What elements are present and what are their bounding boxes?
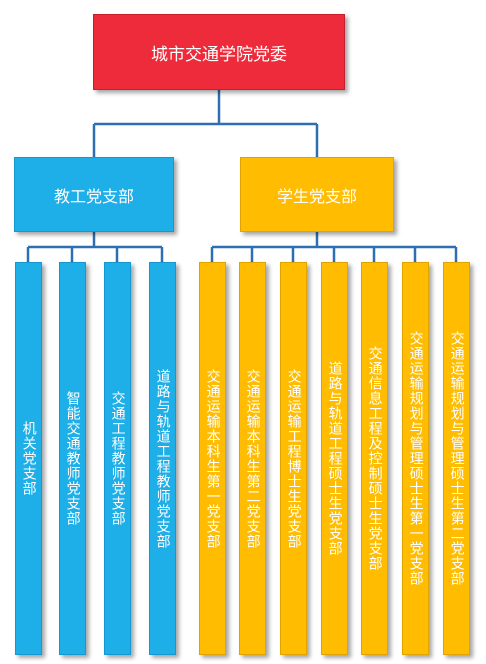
leaf-node-teacher-2: 智能交通教师党支部 <box>59 262 86 655</box>
leaf-label: 交通工程教师党支部 <box>109 391 126 526</box>
leaf-label: 智能交通教师党支部 <box>64 391 81 526</box>
leaf-label: 交通信息工程及控制硕士生党支部 <box>366 346 383 571</box>
leaf-node-teacher-1: 机关党支部 <box>15 262 42 655</box>
leaf-node-student-6: 交通运输规划与管理硕士生第一党支部 <box>402 262 429 655</box>
root-node: 城市交通学院党委 <box>93 14 345 90</box>
leaf-node-student-3: 交通运输工程博士生党支部 <box>280 262 307 655</box>
leaf-node-student-5: 交通信息工程及控制硕士生党支部 <box>361 262 388 655</box>
leaf-node-teacher-3: 交通工程教师党支部 <box>104 262 131 655</box>
leaf-label: 交通运输本科生第二党支部 <box>244 368 261 549</box>
branch-label: 学生党支部 <box>276 186 357 206</box>
leaf-node-student-1: 交通运输本科生第一党支部 <box>199 262 226 655</box>
leaf-label: 交通运输本科生第一党支部 <box>204 368 221 549</box>
leaf-node-student-7: 交通运输规划与管理硕士生第二党支部 <box>443 262 470 655</box>
root-label: 城市交通学院党委 <box>151 44 287 65</box>
leaf-node-student-2: 交通运输本科生第二党支部 <box>239 262 266 655</box>
leaf-label: 道路与轨道工程教师党支部 <box>154 368 171 549</box>
leaf-label: 交通运输工程博士生党支部 <box>285 368 302 549</box>
branch-node-student: 学生党支部 <box>240 157 394 232</box>
leaf-label: 交通运输规划与管理硕士生第二党支部 <box>448 331 465 586</box>
leaf-node-teacher-4: 道路与轨道工程教师党支部 <box>149 262 176 655</box>
leaf-node-student-4: 道路与轨道工程硕士生党支部 <box>321 262 348 655</box>
branch-node-teacher: 教工党支部 <box>14 157 174 232</box>
leaf-label: 道路与轨道工程硕士生党支部 <box>326 361 343 556</box>
branch-label: 教工党支部 <box>53 186 134 206</box>
leaf-label: 机关党支部 <box>20 421 37 496</box>
leaf-label: 交通运输规划与管理硕士生第一党支部 <box>407 331 424 586</box>
